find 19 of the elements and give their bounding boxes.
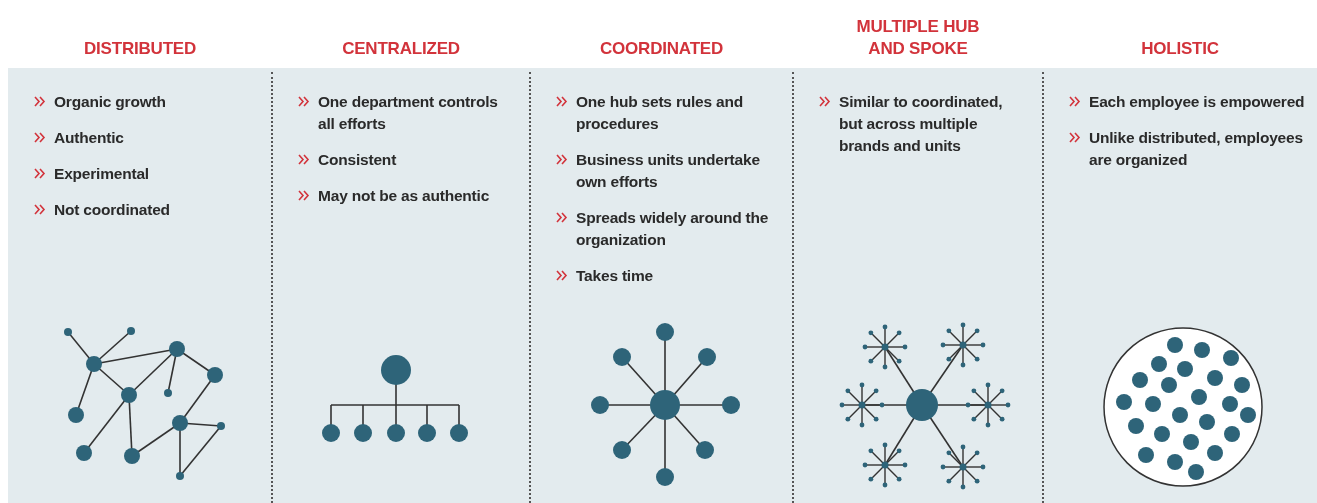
- bullet-text: Takes time: [576, 266, 653, 286]
- bullet-text: Similar to coordinated, but across multiple brands and units: [839, 92, 1004, 156]
- bullet-text: Consistent: [318, 150, 397, 170]
- bullet-text: Authentic: [54, 128, 124, 148]
- bullet-text: Business units undertake own efforts: [576, 150, 761, 192]
- column-heading: CENTRALIZED: [342, 38, 460, 60]
- bullet-text: Spreads widely around the organization: [576, 208, 770, 250]
- column-heading: COORDINATED: [599, 38, 724, 60]
- column-heading: DISTRIBUTED: [83, 38, 197, 60]
- bullet-text: Each employee is empowered: [1089, 92, 1305, 112]
- column-heading: MULTIPLE HUB AND SPOKE: [855, 16, 981, 60]
- bullet-text: Organic growth: [54, 92, 166, 112]
- bullet-text: May not be as authentic: [318, 186, 490, 206]
- bullet-text: One department controls all efforts: [318, 92, 498, 134]
- column-heading: HOLISTIC: [1141, 38, 1219, 60]
- bullet-text: One hub sets rules and procedures: [576, 92, 744, 134]
- bullet-text: Not coordinated: [54, 200, 170, 220]
- bullet-text: Experimental: [54, 164, 149, 184]
- bullet-text: Unlike distributed, employees are organized: [1089, 128, 1304, 170]
